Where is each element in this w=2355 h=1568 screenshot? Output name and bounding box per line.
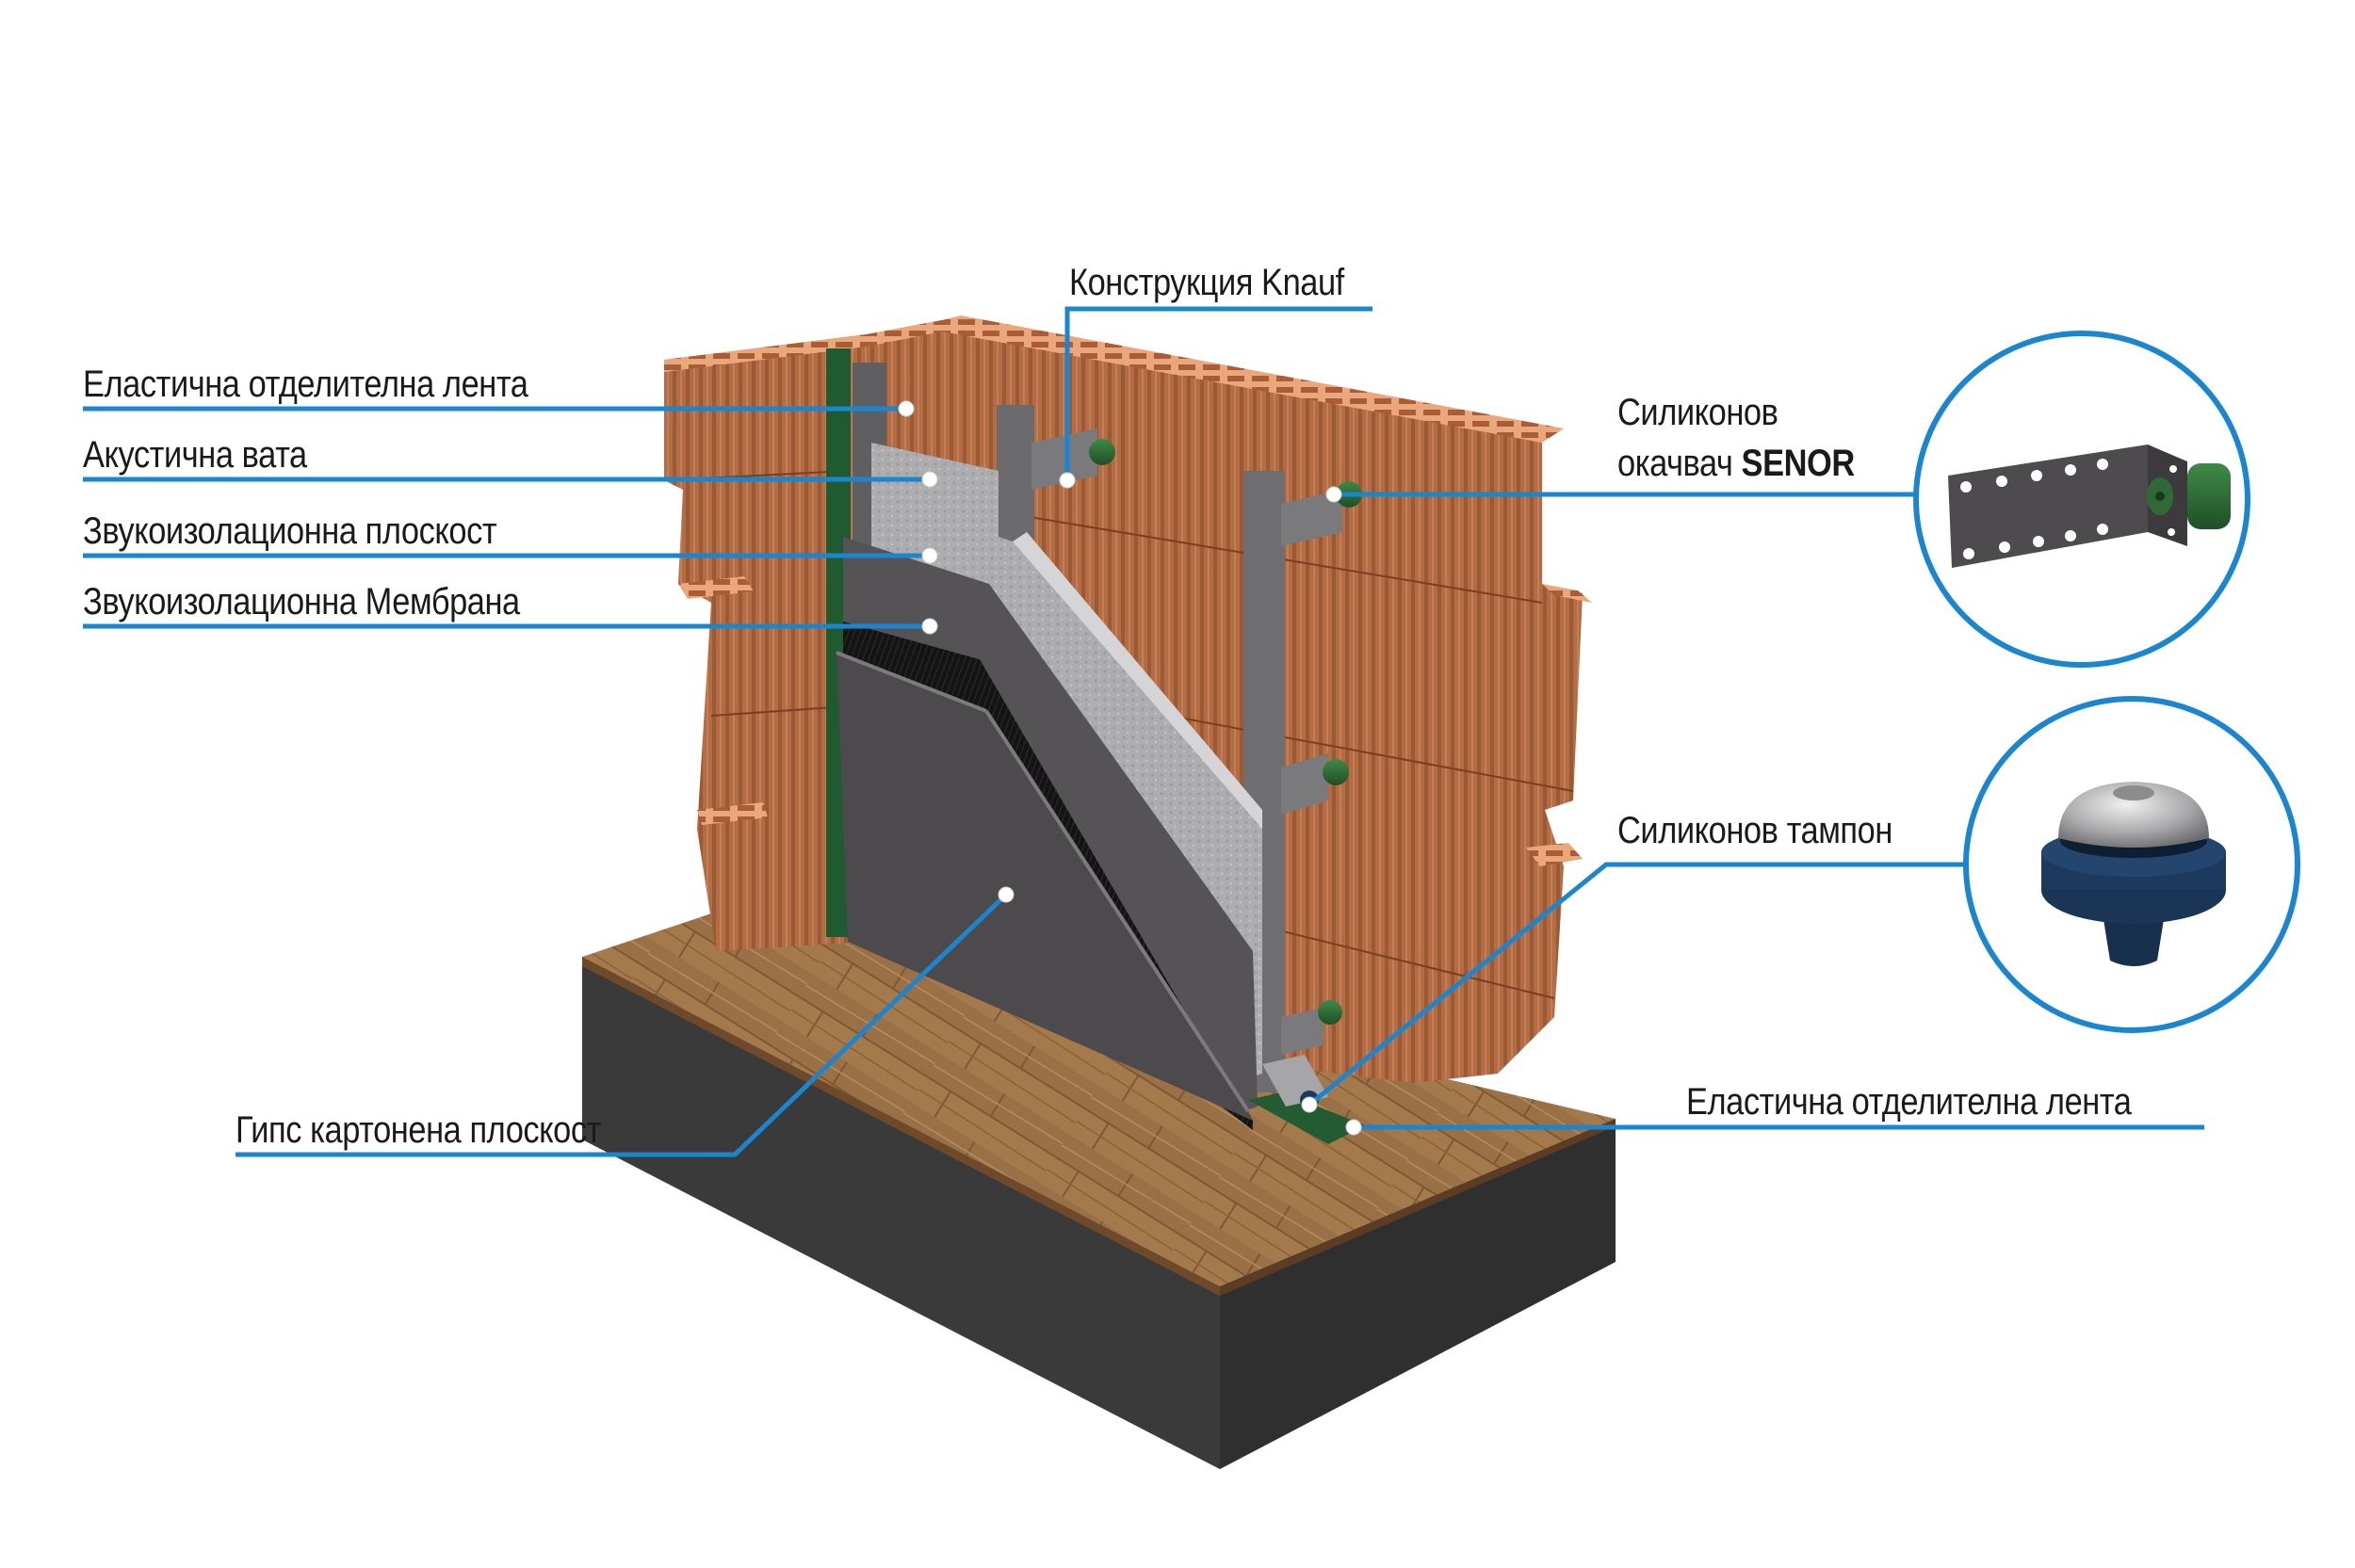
dot-knauf: [1059, 472, 1076, 489]
label-acoustic-wool: Акустична вата: [83, 434, 307, 476]
hanger-bracket: [1031, 428, 1115, 490]
label-senor-brand: SENOR: [1741, 443, 1856, 484]
label-elastic-strip-top: Еластична отделителна лента: [83, 364, 528, 405]
dot-gypsum: [998, 886, 1015, 903]
detail-silicone-pad: [1963, 696, 2300, 1033]
label-gypsum-board: Гипс картонена плоскост: [236, 1109, 601, 1151]
dot-sound-board: [921, 547, 938, 564]
detail-senor-hanger: [1913, 331, 2250, 668]
concrete-slab: [582, 957, 1616, 1469]
leader-gypsum: [236, 893, 1008, 1157]
hanger-bracket: [1281, 753, 1349, 815]
dot-sound-membrane: [921, 618, 938, 635]
label-sound-membrane: Звукоизолационна Мембрана: [83, 581, 520, 622]
sound-insulation-board: [843, 537, 1258, 1111]
dot-silicone-pad: [1301, 1096, 1318, 1113]
label-senor-line2: окачвач SENOR: [1617, 445, 1855, 482]
label-silicone-pad: Силиконов тампон: [1617, 810, 1892, 851]
hanger-bracket: [1281, 1000, 1342, 1055]
dot-elastic-strip-top: [898, 400, 915, 417]
leader-dots: [898, 400, 1362, 1136]
wool-panel-edge: [1013, 532, 1262, 829]
wood-floor: [582, 909, 1616, 1296]
label-elastic-strip-bottom: Еластична отделителна лента: [1686, 1081, 2132, 1123]
silicone-pad-icon: [2041, 782, 2226, 966]
label-sound-board: Звукоизолационна плоскост: [83, 510, 497, 552]
leader-knauf: [1064, 306, 1372, 480]
dot-acoustic-wool: [921, 471, 938, 488]
gypsum-board: [836, 653, 1253, 1121]
label-knauf-construction: Конструкция Knauf: [1069, 262, 1344, 303]
leader-silicone-pad: [1307, 862, 1964, 1107]
leader-lines: [83, 306, 2204, 1157]
wall-hanger-bracket-icon: [1948, 445, 2231, 568]
label-senor-hanger: Силиконов окачвач SENOR: [1617, 394, 1855, 482]
dot-elastic-strip-bottom: [1345, 1119, 1362, 1136]
label-senor-line2-text: окачвач: [1617, 443, 1733, 484]
dot-senor: [1325, 486, 1342, 503]
label-senor-line1: Силиконов: [1617, 392, 1778, 433]
